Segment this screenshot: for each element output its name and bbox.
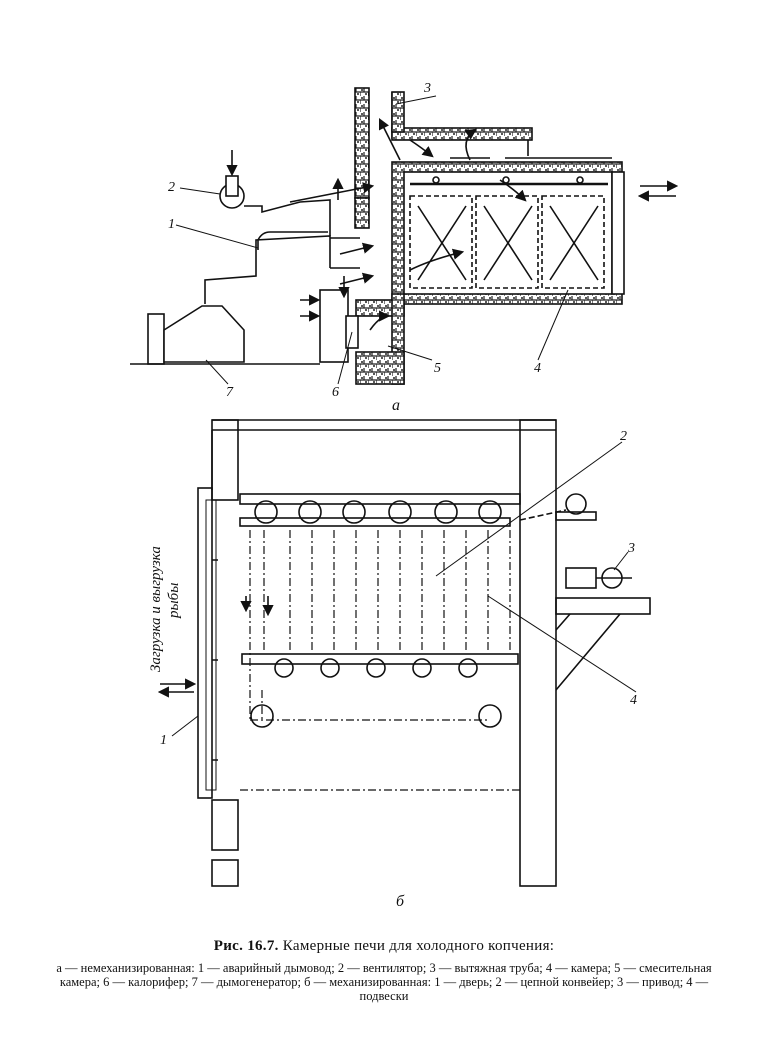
callout-b-1: 1 <box>160 733 167 748</box>
callout-b-2: 2 <box>620 429 627 444</box>
callout-b-3: 3 <box>627 541 635 556</box>
callout-a-4: 4 <box>534 361 541 376</box>
callout-a-6: 6 <box>332 385 339 400</box>
figure-number: Рис. 16.7. <box>213 938 279 954</box>
part-b-sublabel: б <box>396 893 405 910</box>
callout-a-2: 2 <box>168 180 175 195</box>
part-a-sublabel: а <box>392 397 400 414</box>
loading-text-line2: рыбы <box>166 583 182 619</box>
callout-a-3: 3 <box>423 81 431 96</box>
loading-side-text: Загрузка и выгрузка рыбы <box>148 546 182 672</box>
top-sprockets <box>254 500 502 524</box>
part-a-drawing <box>130 87 679 385</box>
callout-b-4: 4 <box>630 693 637 708</box>
figure-caption: Рис. 16.7. Камерные печи для холодного к… <box>0 938 768 1003</box>
caption-title-line: Рис. 16.7. Камерные печи для холодного к… <box>0 938 768 955</box>
loading-text-line1: Загрузка и выгрузка <box>148 546 164 672</box>
figure-legend: а — немеханизированная: 1 — аварийный ды… <box>56 961 712 1003</box>
callout-a-7: 7 <box>226 385 234 400</box>
figure-title: Камерные печи для холодного копчения: <box>282 938 555 954</box>
bottom-sprockets <box>274 658 478 678</box>
smokehouse-diagram: 3 2 1 5 4 7 6 а <box>130 81 679 910</box>
part-b-drawing <box>157 419 651 887</box>
callout-a-1: 1 <box>168 217 175 232</box>
callout-a-5: 5 <box>434 361 441 376</box>
